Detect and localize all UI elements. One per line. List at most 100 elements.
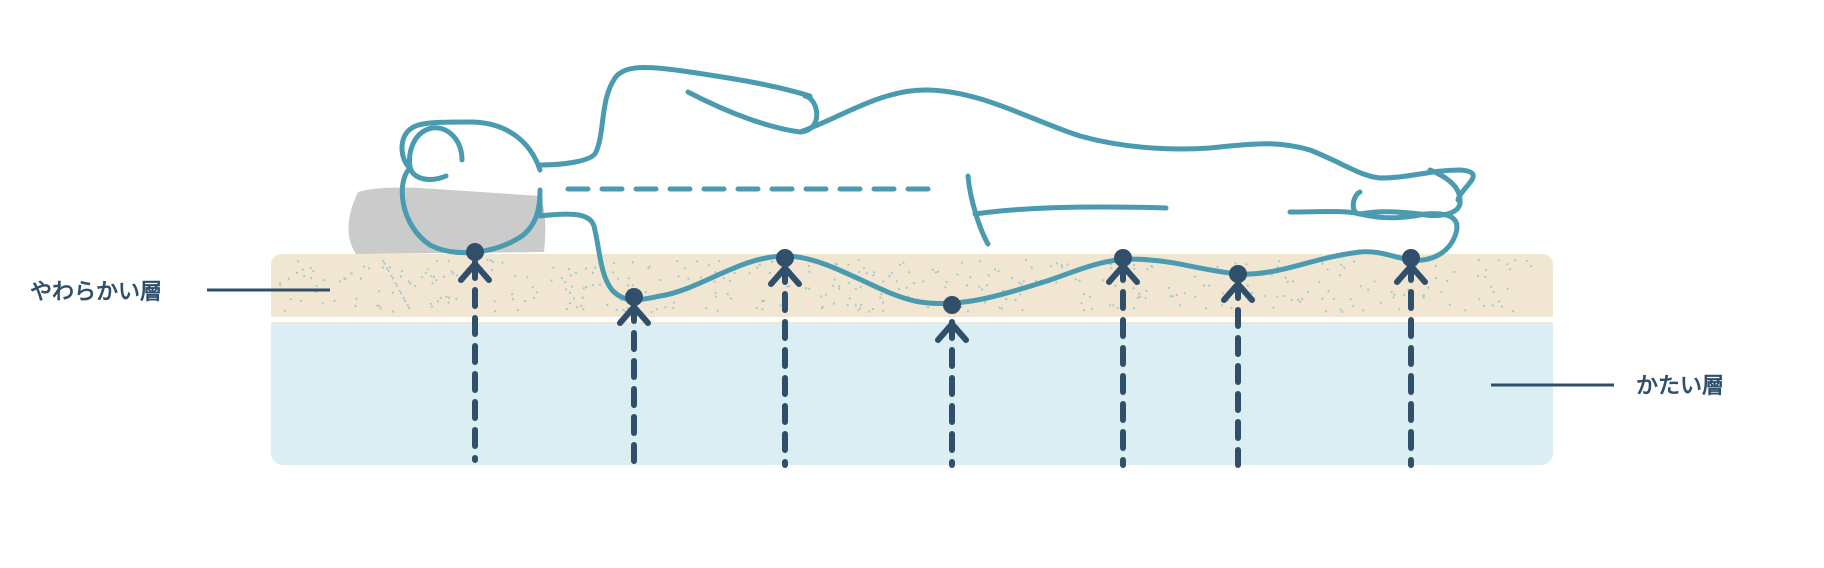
speckle-dot <box>1529 264 1533 268</box>
speckle-dot <box>606 303 609 306</box>
speckle-dot <box>726 293 729 296</box>
dot-icon <box>625 288 643 306</box>
arrow-up-icon <box>768 263 802 468</box>
speckle-dot <box>564 281 567 284</box>
speckle-dot <box>1222 292 1225 295</box>
arm-outline <box>685 89 820 135</box>
speckle-dot <box>644 291 647 294</box>
speckle-dot <box>448 296 451 299</box>
speckle-dot <box>398 289 401 292</box>
speckle-dot <box>1133 307 1136 310</box>
speckle-dot <box>409 282 412 285</box>
speckle-dot <box>705 307 708 310</box>
speckle-dot <box>934 271 937 274</box>
speckle-dot <box>1083 309 1086 312</box>
speckle-dot <box>677 275 680 278</box>
speckle-dot <box>1367 288 1370 291</box>
hard-layer <box>271 308 1553 465</box>
speckle-dot <box>1001 289 1005 292</box>
speckle-dot <box>383 262 386 265</box>
speckle-dot <box>1434 265 1437 268</box>
speckle-dot <box>868 310 871 313</box>
speckle-dot <box>1030 266 1033 269</box>
speckle-dot <box>1000 307 1004 310</box>
speckle-dot <box>1277 260 1281 263</box>
dot-icon <box>943 296 961 314</box>
speckle-dot <box>1078 279 1081 282</box>
speckle-dot <box>854 304 857 307</box>
speckle-dot <box>567 268 571 271</box>
speckle-dot <box>673 301 676 304</box>
speckle-dot <box>631 261 635 264</box>
lower-foot-outline <box>1287 209 1460 263</box>
speckle-dot <box>1398 308 1401 311</box>
speckle-dot <box>1102 279 1105 282</box>
back-outline <box>537 64 813 168</box>
arrow-up-icon <box>935 319 969 468</box>
speckle-dot <box>987 274 990 277</box>
speckle-dot <box>1326 268 1329 271</box>
speckle-dot <box>598 283 602 286</box>
speckle-dot <box>1114 284 1117 287</box>
speckle-dot <box>895 280 898 283</box>
speckle-dot <box>594 266 597 269</box>
speckle-dot <box>359 277 362 280</box>
speckle-dot <box>575 271 578 274</box>
speckle-dot <box>431 282 434 285</box>
speckle-dot <box>1440 291 1443 294</box>
speckle-dot <box>865 272 868 275</box>
speckle-dot <box>835 263 838 266</box>
speckle-dot <box>430 305 433 308</box>
speckle-dot <box>435 259 439 262</box>
speckle-dot <box>707 264 711 267</box>
speckle-dot <box>1018 281 1021 284</box>
speckle-dot <box>761 308 764 311</box>
dot-icon <box>1229 265 1247 283</box>
speckle-dot <box>808 287 811 290</box>
speckle-dot <box>1234 262 1237 265</box>
speckle-dot <box>768 271 771 275</box>
speckle-dot <box>387 269 390 272</box>
speckle-dot <box>443 275 446 278</box>
speckle-dot <box>591 271 595 274</box>
speckle-dot <box>501 261 504 264</box>
dot-icon <box>1402 249 1420 267</box>
speckle-dot <box>279 284 282 287</box>
speckle-dot <box>1203 284 1206 287</box>
speckle-dot <box>755 306 758 310</box>
soft-layer-label: やわらかい層 <box>30 280 163 305</box>
speckle-dot <box>493 300 496 303</box>
speckle-dot <box>672 306 675 310</box>
speckle-dot <box>1290 298 1293 301</box>
speckle-dot <box>622 308 625 311</box>
speckle-dot <box>1464 309 1467 312</box>
speckle-dot <box>871 307 875 311</box>
speckle-dot <box>447 301 450 304</box>
speckle-dot <box>287 277 290 280</box>
speckle-dot <box>718 259 721 263</box>
speckle-dot <box>1283 294 1286 298</box>
speckle-dot <box>343 277 346 280</box>
speckle-dot <box>333 299 336 302</box>
speckle-dot <box>1250 291 1253 295</box>
speckle-dot <box>1183 292 1186 295</box>
speckle-dot <box>1245 263 1248 266</box>
speckle-dot <box>1497 259 1500 262</box>
speckle-dot <box>408 306 411 309</box>
speckle-dot <box>1489 285 1492 288</box>
speckle-dot <box>820 306 824 309</box>
speckle-dot <box>295 271 299 274</box>
speckle-dot <box>1498 300 1501 303</box>
speckle-dot <box>1321 262 1324 265</box>
speckle-dot <box>882 301 885 304</box>
speckle-dot <box>1169 295 1172 298</box>
dot-icon <box>776 249 794 267</box>
speckle-dot <box>978 260 981 263</box>
speckle-dot <box>301 268 304 271</box>
arrow-up-icon <box>458 259 492 463</box>
speckle-dot <box>407 280 410 283</box>
speckle-dot <box>1453 270 1456 273</box>
speckle-dot <box>300 299 303 302</box>
speckle-dot <box>486 258 489 262</box>
speckle-dot <box>1340 263 1343 266</box>
